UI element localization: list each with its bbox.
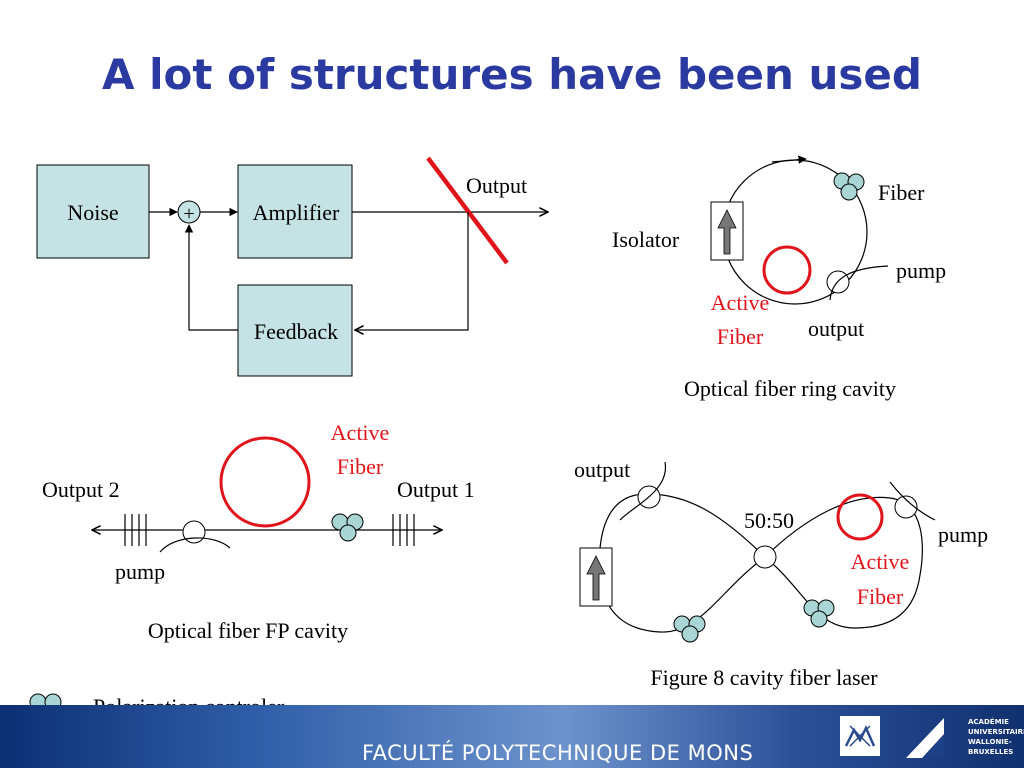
ring-output-label: output [808,316,864,341]
fig8-output-fiber [619,461,666,521]
fig8-active-label-2: Fiber [857,584,904,609]
fig8-loop-a [598,493,766,633]
fp-active-fiber [219,436,311,528]
fp-active-label-2: Fiber [337,454,384,479]
academie-line-2: UNIVERSITAIRE [968,728,1024,736]
noise-box [36,164,150,259]
fig8-pump-coupler [894,495,918,519]
fp-bragg-grating-left [124,514,147,546]
fp-output1-label: Output 1 [397,477,475,502]
sum-label: + [183,203,194,225]
fp-bragg-grating-right [392,514,415,546]
ring-isolator-label: Isolator [612,227,680,252]
ring-pump-fiber [829,265,889,301]
fig8-isolator-arrow-icon [586,555,606,601]
fp-caption: Optical fiber FP cavity [148,618,348,643]
ring-active-label-2: Fiber [717,324,764,349]
ring-polarization-controller [833,172,865,201]
output-label: Output [466,173,527,198]
academie-line-1: ACADÉMIE [968,718,1009,726]
fig8-active-fiber [836,493,884,541]
noise-label: Noise [67,200,118,225]
fp-cavity-diagram: Active Fiber pump Output 2 Output 1 Opti… [42,420,475,643]
ring-active-fiber [762,245,812,295]
academie-logo-icon [906,718,944,758]
ring-caption: Optical fiber ring cavity [684,376,896,401]
fig8-active-label-1: Active [851,549,910,574]
fig8-isolator [579,547,613,607]
fig8-polarization-controller-a [673,615,706,643]
academie-text: ACADÉMIE UNIVERSITAIRE WALLONIE- BRUXELL… [968,717,1024,757]
fp-active-label-1: Active [331,420,390,445]
ring-isolator [710,201,744,261]
fig8-pump-label: pump [938,522,988,547]
fig8-caption: Figure 8 cavity fiber laser [650,665,878,690]
footer-banner: FACULTÉ POLYTECHNIQUE DE MONS [0,705,1024,768]
ring-cavity-diagram: Fiber Isolator Active Fiber pump output … [612,155,946,401]
fp-polarization-controller [331,513,364,542]
ring-pump-label: pump [896,258,946,283]
fig8-pump-fiber [889,481,936,521]
fig8-coupler [753,545,777,569]
ring-fiber-label: Fiber [878,180,925,205]
isolator-arrow-icon [717,209,737,255]
fp-output2-label: Output 2 [42,477,120,502]
figure8-cavity-diagram: 50:50 output pump Active Fiber Figure 8 … [574,457,988,690]
fig8-polarization-controller-b [803,599,835,628]
feedback-to-sum-path [184,224,238,331]
fp-pump-label: pump [115,559,165,584]
fig8-output-label: output [574,457,630,482]
ring-active-label-1: Active [711,290,770,315]
ring-direction-arrow [771,155,807,164]
academie-line-3: WALLONIE- [968,738,1012,746]
amplifier-box [237,164,353,259]
amplifier-label: Amplifier [253,200,340,225]
faculty-name: FACULTÉ POLYTECHNIQUE DE MONS [362,741,754,765]
fig8-coupler-label: 50:50 [744,508,794,533]
slide-title: A lot of structures have been used [102,50,922,99]
faculty-emblem-icon [840,716,880,756]
output-coupler-mirror [426,156,509,265]
feedback-path [355,212,469,330]
fp-pump-fiber [159,537,231,553]
academie-line-4: BRUXELLES [968,748,1014,756]
block-diagram: Noise + Amplifier Output Feedback [36,156,548,377]
fp-pump-coupler [182,520,206,544]
feedback-label: Feedback [254,319,338,344]
